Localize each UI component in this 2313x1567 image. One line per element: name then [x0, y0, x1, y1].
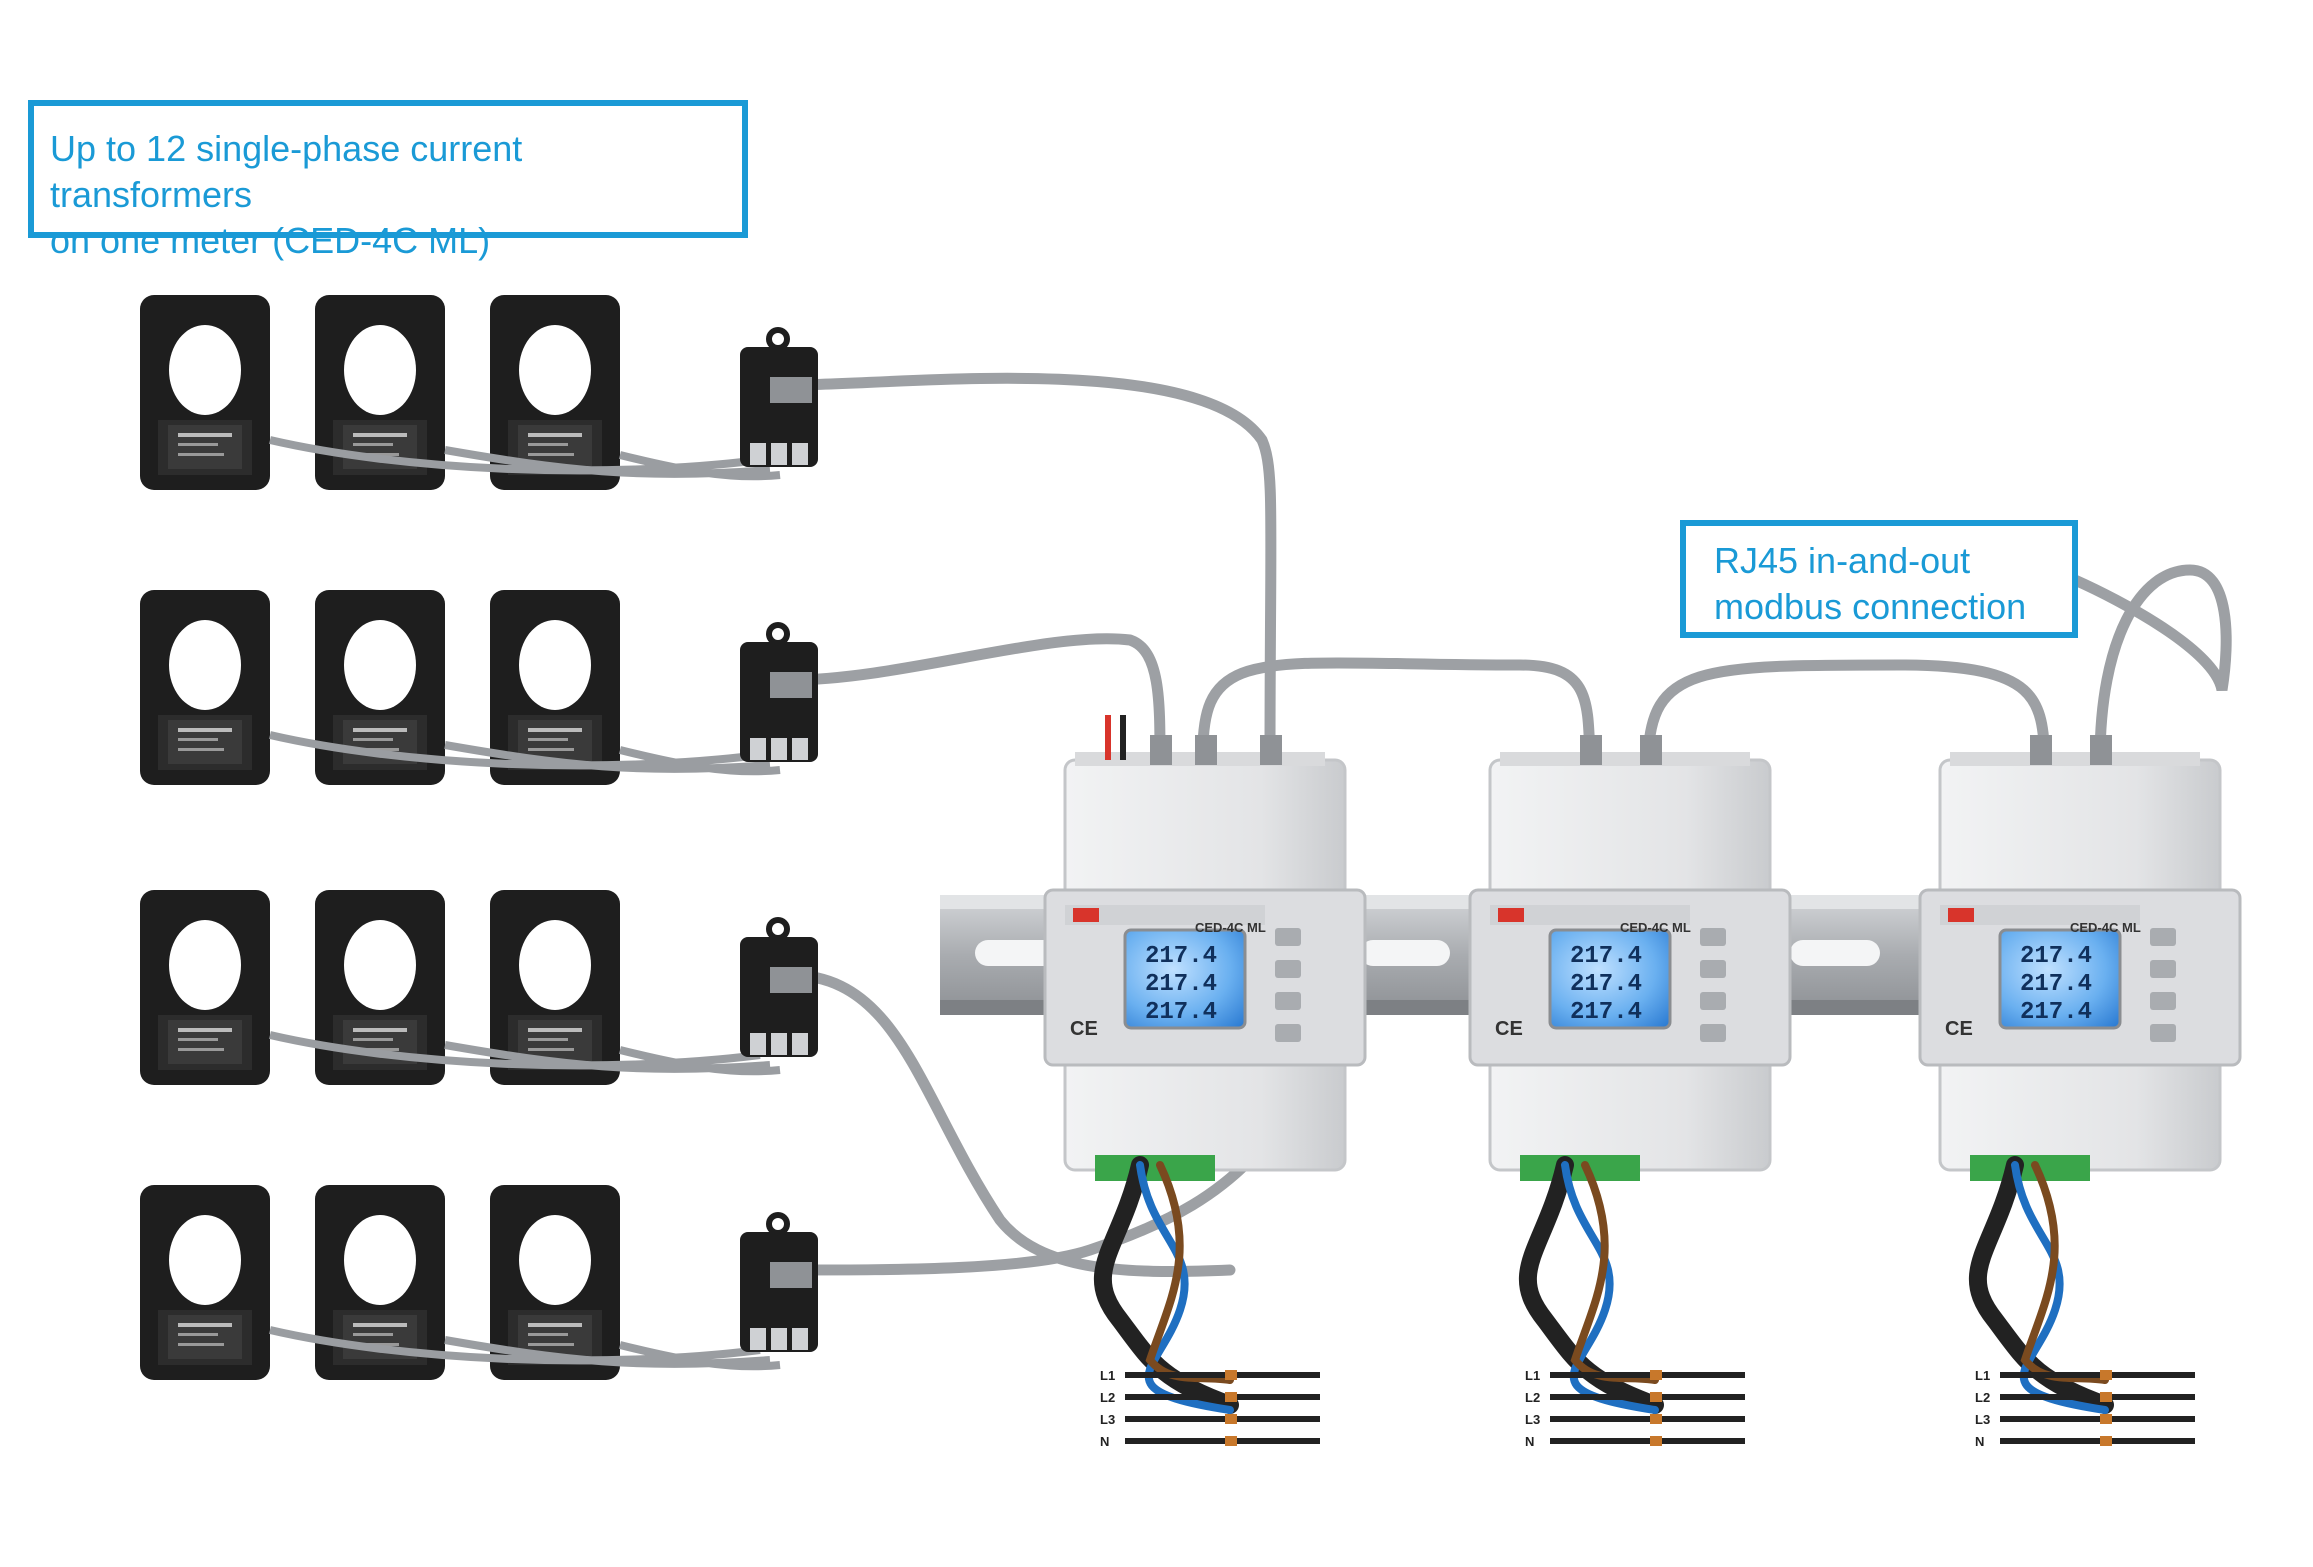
- rj45-adapters: [740, 327, 818, 1352]
- rj45-callout: RJ45 in-and-out modbus connection: [1680, 520, 2078, 638]
- label-n: N: [1975, 1434, 1984, 1449]
- label-l1: L1: [1525, 1368, 1540, 1383]
- rj45-adapter: [740, 1212, 818, 1352]
- energy-meter-2: [1468, 752, 1792, 1181]
- label-l2: L2: [1100, 1390, 1115, 1405]
- bus-bars: [1125, 1372, 2195, 1444]
- energy-meters: [1043, 752, 2242, 1181]
- label-l3: L3: [1975, 1412, 1990, 1427]
- energy-meter-3: [1918, 752, 2242, 1181]
- lcd-reading-3: 217.4: [1570, 999, 1642, 1026]
- label-l3: L3: [1100, 1412, 1115, 1427]
- ct-clamp: [140, 1185, 270, 1380]
- meter-brand-logo: CE: [1070, 1018, 1098, 1040]
- meter-brand-logo: CE: [1495, 1018, 1523, 1040]
- lcd-reading-1: 217.4: [1570, 943, 1642, 970]
- energy-meter-1: [1043, 752, 1367, 1181]
- rj45-adapter: [740, 622, 818, 762]
- ct-clamp: [315, 295, 445, 490]
- modbus-cables: [1197, 564, 2232, 766]
- label-n: N: [1100, 1434, 1109, 1449]
- ct-row-3: [140, 890, 781, 1085]
- ct-capacity-line-2: on one meter (CED-4C ML): [50, 220, 491, 261]
- lcd-reading-1: 217.4: [2020, 943, 2092, 970]
- ct-clamp: [140, 890, 270, 1085]
- ct-capacity-line-1: Up to 12 single-phase current transforme…: [50, 128, 523, 215]
- bus-terminal-screws: [1225, 1370, 2112, 1446]
- ct-clamp: [140, 590, 270, 785]
- ct-clamp: [140, 295, 270, 490]
- mains-wiring: [1093, 1156, 2114, 1414]
- ct-clamp: [490, 590, 620, 785]
- label-l1: L1: [1975, 1368, 1990, 1383]
- ct-row-4: [140, 1185, 781, 1380]
- rj45-line-2: modbus connection: [1714, 586, 2027, 627]
- current-transformers: [140, 295, 781, 1380]
- terminal-labels: L1 L2 L3 N L1 L2 L3 N L1 L2 L3 N: [1100, 1368, 1990, 1449]
- ct-row-2: [140, 590, 781, 785]
- rj45-line-1: RJ45 in-and-out: [1714, 540, 1971, 581]
- meter-model-label: CED-4C ML: [1195, 920, 1266, 935]
- ct-clamp: [490, 890, 620, 1085]
- meter-model-label: CED-4C ML: [2070, 920, 2141, 935]
- lcd-reading-1: 217.4: [1145, 943, 1217, 970]
- ct-row-1: [140, 295, 781, 490]
- rj45-ports: [1105, 715, 2112, 765]
- lcd-reading-3: 217.4: [2020, 999, 2092, 1026]
- meter-brand-logo: CE: [1945, 1018, 1973, 1040]
- lcd-reading-2: 217.4: [2020, 971, 2092, 998]
- label-l1: L1: [1100, 1368, 1115, 1383]
- ct-capacity-callout: Up to 12 single-phase current transforme…: [28, 100, 748, 261]
- rj45-adapter: [740, 327, 818, 467]
- meter-model-label: CED-4C ML: [1620, 920, 1691, 935]
- lcd-reading-2: 217.4: [1145, 971, 1217, 998]
- label-l3: L3: [1525, 1412, 1540, 1427]
- label-l2: L2: [1525, 1390, 1540, 1405]
- label-n: N: [1525, 1434, 1534, 1449]
- lcd-reading-2: 217.4: [1570, 971, 1642, 998]
- label-l2: L2: [1975, 1390, 1990, 1405]
- adapter-cables: [784, 372, 1277, 1278]
- meter-labels: CED-4C ML CE 217.4 217.4 217.4 CED-4C ML…: [1070, 920, 2141, 1040]
- lcd-reading-3: 217.4: [1145, 999, 1217, 1026]
- rj45-adapter: [740, 917, 818, 1057]
